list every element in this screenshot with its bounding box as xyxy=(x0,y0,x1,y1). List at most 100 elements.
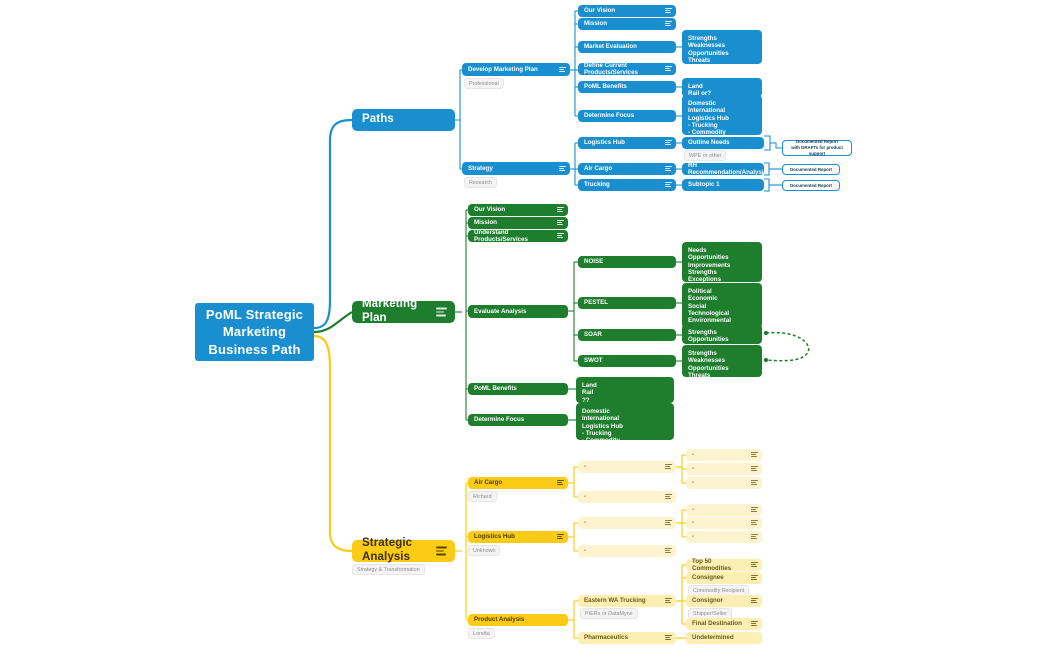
node-label: Market Evaluation xyxy=(584,43,637,51)
node-documented-report-air-cargo[interactable]: Documented Report xyxy=(782,164,840,175)
notes-lines-icon xyxy=(557,220,564,226)
node-label: Eastern WA Trucking xyxy=(584,597,646,605)
node-develop-marketing-plan[interactable]: Develop Marketing Plan xyxy=(462,63,570,76)
node-label: Documented Report xyxy=(790,182,832,188)
node-top-50-commodities[interactable]: Top 50 Commodities xyxy=(686,558,762,572)
node-pestel[interactable]: PESTEL xyxy=(578,297,676,309)
node-product-analysis[interactable]: Product Analysis xyxy=(468,614,568,626)
notes-lines-icon xyxy=(751,598,758,604)
node-consignee[interactable]: Consignee xyxy=(686,572,762,584)
node-market-evaluation-result[interactable]: Strengths Weaknesses Opportunities Threa… xyxy=(682,30,762,64)
node-label: Understand Products/Services xyxy=(474,228,528,243)
node-define-current-products-services[interactable]: Define Current Products/Services xyxy=(578,62,676,76)
node-logistics-hub-grandchild-3[interactable]: - xyxy=(686,531,762,543)
node-logistics-hub-grandchild-1[interactable]: - xyxy=(686,504,762,516)
node-documented-report-logistics[interactable]: Documented Report with DRAFTs for produc… xyxy=(782,139,852,156)
node-logistics-hub-paths[interactable]: Logistics Hub xyxy=(578,137,676,149)
node-logistics-hub-child-2[interactable]: - xyxy=(578,545,676,557)
node-understand-products-services[interactable]: Understand Products/Services xyxy=(468,228,568,243)
node-consignor[interactable]: Consignor xyxy=(686,595,762,607)
branch-marketing-plan-label: Marketing Plan xyxy=(362,298,418,324)
node-documented-report-trucking[interactable]: Documented Report xyxy=(782,180,840,191)
node-label: - xyxy=(692,451,695,459)
node-air-cargo-grandchild-3[interactable]: - xyxy=(686,477,762,489)
node-label: - xyxy=(692,479,695,487)
node-logistics-hub-strategic[interactable]: Logistics Hub xyxy=(468,531,568,543)
node-trucking-paths[interactable]: Trucking xyxy=(578,179,676,191)
notes-lines-icon xyxy=(751,520,758,526)
node-label: Strategy xyxy=(468,164,493,172)
node-air-cargo-grandchild-1[interactable]: - xyxy=(686,449,762,461)
node-noise-result[interactable]: Needs Opportunities Improvements Strengt… xyxy=(682,242,762,284)
node-noise[interactable]: NOISE xyxy=(578,256,676,268)
node-label: Outline Needs xyxy=(688,139,730,147)
node-label: Trucking xyxy=(584,181,610,189)
node-label: Our Vision xyxy=(584,7,616,15)
node-outline-needs[interactable]: Outline Needs xyxy=(682,137,764,149)
node-pharmaceutics[interactable]: Pharmaceutics xyxy=(578,632,676,644)
note-strategy: Research xyxy=(464,177,498,188)
notes-lines-icon xyxy=(665,520,672,526)
node-soar-result[interactable]: Strengths Opportunities xyxy=(682,324,762,344)
node-our-vision-marketing[interactable]: Our Vision xyxy=(468,204,568,216)
node-strategy[interactable]: Strategy xyxy=(462,162,570,175)
node-label: - xyxy=(692,533,695,541)
notes-lines-icon xyxy=(751,466,758,472)
node-air-cargo-grandchild-2[interactable]: - xyxy=(686,463,762,475)
node-logistics-hub-grandchild-2[interactable]: - xyxy=(686,517,762,529)
node-label: Needs Opportunities Improvements Strengt… xyxy=(688,247,731,284)
node-market-evaluation[interactable]: Market Evaluation xyxy=(578,41,676,53)
node-air-cargo-child-1[interactable]: - xyxy=(578,461,676,473)
node-evaluate-analysis[interactable]: Evaluate Analysis xyxy=(468,305,568,318)
node-air-cargo-child-2[interactable]: - xyxy=(578,491,676,503)
branch-marketing-plan[interactable]: Marketing Plan xyxy=(352,298,455,324)
node-label: Determine Focus xyxy=(474,416,525,424)
note-eastern-wa-trucking: PIERs or DataMyne xyxy=(580,608,638,619)
node-subtopic-1[interactable]: Subtopic 1 xyxy=(682,179,764,191)
notes-lines-icon xyxy=(665,21,672,27)
node-poml-benefits-marketing-result[interactable]: Land Rail ?? xyxy=(576,377,674,404)
node-logistics-hub-child-1[interactable]: - xyxy=(578,517,676,529)
notes-lines-icon xyxy=(665,598,672,604)
node-label: - xyxy=(584,547,587,555)
node-swot-result[interactable]: Strengths Weaknesses Opportunities Threa… xyxy=(682,345,762,379)
node-mission-marketing[interactable]: Mission xyxy=(468,217,568,229)
node-poml-benefits-paths[interactable]: PoML Benefits xyxy=(578,81,676,93)
node-undetermined[interactable]: Undetermined xyxy=(686,632,762,644)
notes-lines-icon xyxy=(751,534,758,540)
node-label: Documented Report xyxy=(790,166,832,172)
notes-lines-icon xyxy=(665,635,672,641)
node-determine-focus-marketing[interactable]: Determine Focus xyxy=(468,414,568,426)
node-determine-focus-result[interactable]: Domestic International Logistics Hub - T… xyxy=(682,95,762,136)
node-determine-focus-paths[interactable]: Determine Focus xyxy=(578,110,676,122)
node-label: - xyxy=(692,519,695,527)
notes-lines-icon xyxy=(557,207,564,213)
node-label: Mission xyxy=(474,219,498,227)
notes-lines-icon xyxy=(436,307,447,317)
node-swot[interactable]: SWOT xyxy=(578,355,676,367)
root-node[interactable]: PoML Strategic Marketing Business Path xyxy=(195,303,314,361)
node-label: Strengths Weaknesses Opportunities Threa… xyxy=(688,350,729,379)
branch-paths[interactable]: Paths xyxy=(352,109,455,131)
node-air-cargo-paths[interactable]: Air Cargo xyxy=(578,163,676,175)
node-poml-benefits-result[interactable]: Land Rail or? xyxy=(682,78,762,97)
branch-strategic-analysis-label: Strategic Analysis xyxy=(362,537,413,563)
node-rh-recommendation-analysis[interactable]: RH Recommendation/Analysis xyxy=(682,161,768,176)
node-eastern-wa-trucking[interactable]: Eastern WA Trucking xyxy=(578,595,676,607)
node-pestel-result[interactable]: Political Economic Social Technological … xyxy=(682,283,762,332)
node-label: PoML Benefits xyxy=(584,83,627,91)
branch-strategic-analysis[interactable]: Strategic Analysis xyxy=(352,537,455,563)
node-poml-benefits-marketing[interactable]: PoML Benefits xyxy=(468,383,568,395)
branch-paths-label: Paths xyxy=(362,113,394,126)
node-final-destination[interactable]: Final Destination xyxy=(686,618,762,630)
node-mission-paths[interactable]: Mission xyxy=(578,18,676,30)
node-determine-focus-marketing-result[interactable]: Domestic International Logistics Hub - T… xyxy=(576,403,674,444)
node-soar[interactable]: SOAR xyxy=(578,329,676,341)
node-label: Domestic International Logistics Hub - T… xyxy=(582,408,623,445)
notes-lines-icon xyxy=(751,452,758,458)
node-air-cargo-strategic[interactable]: Air Cargo xyxy=(468,477,568,489)
notes-lines-icon xyxy=(436,546,447,556)
node-our-vision-paths[interactable]: Our Vision xyxy=(578,5,676,17)
node-label: RH Recommendation/Analysis xyxy=(688,161,768,176)
